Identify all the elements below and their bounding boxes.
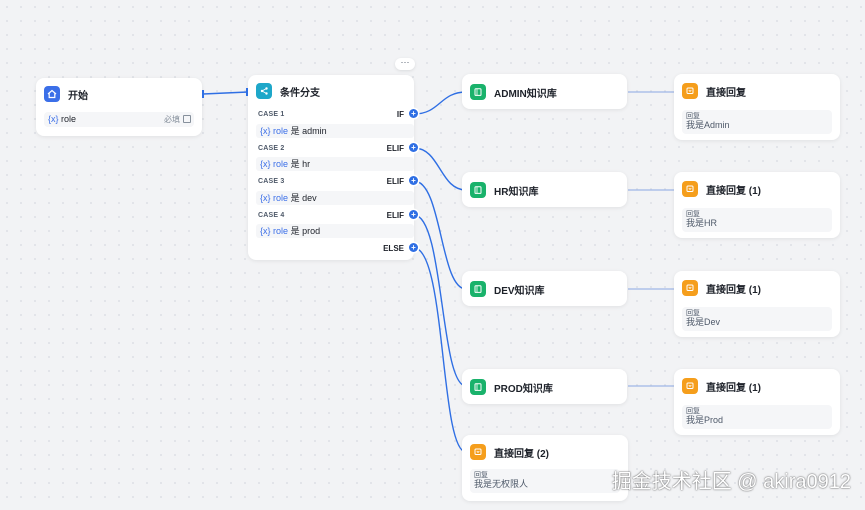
- start-output-handle[interactable]: [202, 90, 204, 98]
- case-1-condition[interactable]: {x} role 是 admin: [256, 124, 414, 138]
- reply-node-dev[interactable]: 直接回复 (1) 回复 我是Dev: [674, 271, 840, 337]
- case-2-output-handle[interactable]: +: [409, 143, 418, 152]
- else-output-handle[interactable]: +: [409, 243, 418, 252]
- case-4-var: role: [273, 226, 289, 236]
- case-4-operator: 是: [290, 226, 300, 236]
- knowledge-node-prod[interactable]: PROD知识库: [462, 369, 627, 404]
- case-3-keyword: ELIF: [386, 177, 404, 186]
- reply-node-admin[interactable]: 直接回复 回复 我是Admin: [674, 74, 840, 140]
- reply-text: 我是Admin: [686, 120, 730, 130]
- case-2-operator: 是: [290, 159, 300, 169]
- reply-field-label: 回复: [686, 113, 700, 120]
- reply-content: 回复 我是HR: [682, 208, 832, 232]
- knowledge-node-title: HR知识库: [494, 186, 539, 198]
- case-2-label: CASE 2: [258, 145, 285, 152]
- reply-field-label: 回复: [686, 211, 700, 218]
- reply-node-title: 直接回复 (2): [494, 448, 549, 460]
- branch-icon: [256, 83, 272, 99]
- case-4-keyword: ELIF: [386, 211, 404, 220]
- reply-node-title: 直接回复 (1): [706, 185, 761, 197]
- knowledge-node-hr[interactable]: HR知识库: [462, 172, 627, 207]
- book-icon: [470, 182, 486, 198]
- reply-icon: [682, 181, 698, 197]
- knowledge-node-title: DEV知识库: [494, 285, 545, 297]
- case-3-operator: 是: [290, 193, 300, 203]
- copy-icon: [183, 115, 191, 123]
- case-3-value: dev: [302, 193, 317, 203]
- knowledge-node-title: PROD知识库: [494, 383, 553, 395]
- reply-node-title: 直接回复 (1): [706, 284, 761, 296]
- case-3-condition[interactable]: {x} role 是 dev: [256, 191, 414, 205]
- reply-text: 我是无权限人: [474, 479, 529, 489]
- case-3-var: role: [273, 193, 289, 203]
- case-3-label: CASE 3: [258, 178, 285, 185]
- required-label: 必填: [164, 115, 180, 124]
- case-2-keyword: ELIF: [386, 144, 404, 153]
- reply-content: 回复 我是无权限人: [470, 469, 620, 493]
- reply-icon: [682, 378, 698, 394]
- condition-node-title: 条件分支: [280, 87, 320, 99]
- book-icon: [470, 379, 486, 395]
- reply-content: 回复 我是Dev: [682, 307, 832, 331]
- more-options-button[interactable]: ···: [395, 58, 415, 70]
- case-1-value: admin: [302, 126, 327, 136]
- case-1-keyword: IF: [396, 110, 404, 119]
- reply-node-prod[interactable]: 直接回复 (1) 回复 我是Prod: [674, 369, 840, 435]
- reply-node-else[interactable]: 直接回复 (2) 回复 我是无权限人: [462, 435, 628, 501]
- reply-node-title: 直接回复 (1): [706, 382, 761, 394]
- reply-field-label: 回复: [474, 472, 488, 479]
- case-2-var: role: [273, 159, 289, 169]
- start-node[interactable]: 开始 {x} role 必填: [36, 78, 204, 136]
- case-1-output-handle[interactable]: +: [409, 109, 418, 118]
- reply-text: 我是HR: [686, 218, 717, 228]
- case-4-condition[interactable]: {x} role 是 prod: [256, 224, 414, 238]
- home-icon: [44, 86, 60, 102]
- watermark: 掘金技术社区 @ akira0912: [611, 471, 851, 493]
- reply-text: 我是Prod: [686, 415, 724, 425]
- variable-icon: {x}: [48, 114, 59, 124]
- knowledge-node-dev[interactable]: DEV知识库: [462, 271, 627, 306]
- start-node-title: 开始: [68, 90, 88, 102]
- start-variable-name: role: [61, 114, 77, 124]
- case-2-value: hr: [302, 159, 311, 169]
- case-4-label: CASE 4: [258, 212, 285, 219]
- condition-input-handle[interactable]: [246, 88, 248, 96]
- case-1-label: CASE 1: [258, 111, 285, 118]
- case-1-operator: 是: [290, 126, 300, 136]
- reply-field-label: 回复: [686, 310, 700, 317]
- case-1-var: role: [273, 126, 289, 136]
- case-2-condition[interactable]: {x} role 是 hr: [256, 157, 414, 171]
- start-variable-row: {x} role 必填: [44, 112, 194, 127]
- case-4-value: prod: [302, 226, 321, 236]
- reply-content: 回复 我是Admin: [682, 110, 832, 134]
- book-icon: [470, 84, 486, 100]
- knowledge-node-admin[interactable]: ADMIN知识库: [462, 74, 627, 109]
- knowledge-node-title: ADMIN知识库: [494, 88, 557, 100]
- case-4-output-handle[interactable]: +: [409, 210, 418, 219]
- reply-node-title: 直接回复: [706, 87, 746, 99]
- book-icon: [470, 281, 486, 297]
- reply-icon: [470, 444, 486, 460]
- condition-node[interactable]: 条件分支 CASE 1 IF {x} role 是 admin CASE 2 E…: [246, 75, 418, 260]
- else-keyword: ELSE: [383, 244, 404, 253]
- reply-content: 回复 我是Prod: [682, 405, 832, 429]
- reply-field-label: 回复: [686, 408, 700, 415]
- reply-icon: [682, 280, 698, 296]
- reply-text: 我是Dev: [686, 317, 721, 327]
- reply-node-hr[interactable]: 直接回复 (1) 回复 我是HR: [674, 172, 840, 238]
- case-3-output-handle[interactable]: +: [409, 176, 418, 185]
- reply-icon: [682, 83, 698, 99]
